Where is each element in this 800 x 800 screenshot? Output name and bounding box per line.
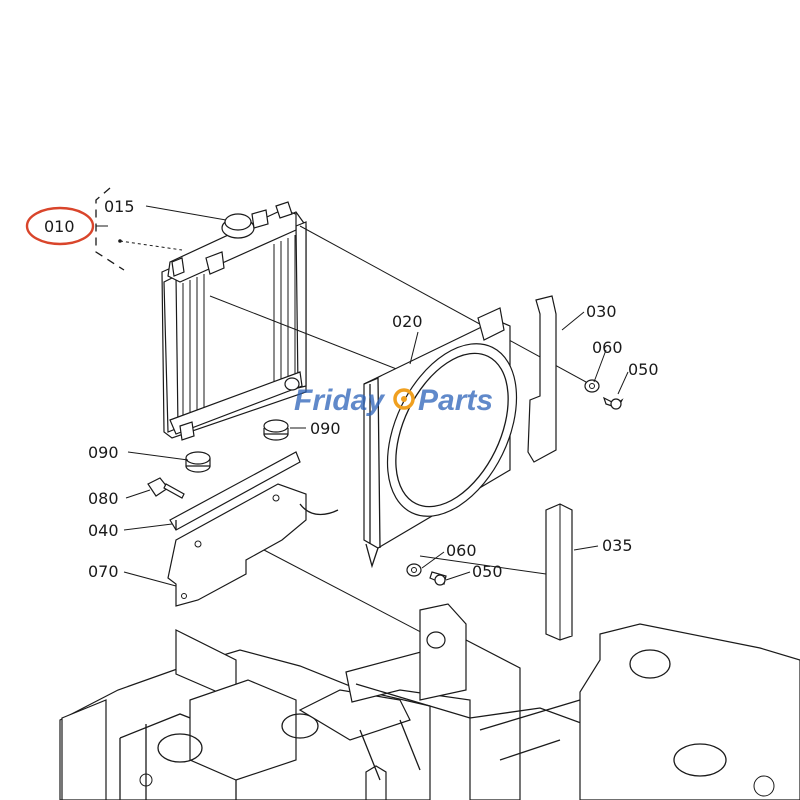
mount-bolt: [147, 477, 185, 499]
seal-strip: [545, 503, 573, 641]
part-label-050-lower[interactable]: 050: [472, 562, 503, 581]
part-label-040[interactable]: 040: [88, 521, 119, 540]
connection-lines: [209, 225, 587, 641]
watermark: Friday Parts: [294, 384, 493, 417]
part-label-090-right[interactable]: 090: [310, 419, 341, 438]
watermark-word-2: Parts: [418, 384, 493, 417]
part-label-060-upper[interactable]: 060: [592, 338, 623, 357]
part-label-080[interactable]: 080: [88, 489, 119, 508]
part-label-070[interactable]: 070: [88, 562, 119, 581]
watermark-word-1: Friday: [294, 384, 385, 417]
washer-bolt-lower: [406, 563, 447, 586]
rubber-mount-right: [263, 419, 289, 441]
part-label-015[interactable]: 015: [104, 197, 135, 216]
fan-shroud: [363, 307, 518, 569]
gear-icon: [393, 388, 415, 410]
part-label-010[interactable]: 010: [44, 217, 75, 236]
washer-bolt-upper: [584, 379, 624, 410]
support-bracket: [167, 483, 339, 607]
radiator: [161, 201, 307, 441]
part-label-020[interactable]: 020: [392, 312, 423, 331]
part-label-035[interactable]: 035: [602, 536, 633, 555]
chassis-frame: [59, 603, 800, 800]
part-label-050-upper[interactable]: 050: [628, 360, 659, 379]
part-label-030[interactable]: 030: [586, 302, 617, 321]
part-label-060-lower[interactable]: 060: [446, 541, 477, 560]
support-rail: [169, 451, 301, 531]
shroud-side-cover: [527, 295, 557, 463]
leader-lines: [123, 205, 629, 587]
assembly-bracket: [95, 187, 183, 271]
part-label-090-left[interactable]: 090: [88, 443, 119, 462]
radiator-cap: [221, 209, 269, 239]
highlight-circle: [25, 206, 95, 246]
rubber-mount-left: [185, 451, 211, 473]
part-labels: 010 015 020 030 060 050 090 090 080 040 …: [44, 197, 659, 581]
